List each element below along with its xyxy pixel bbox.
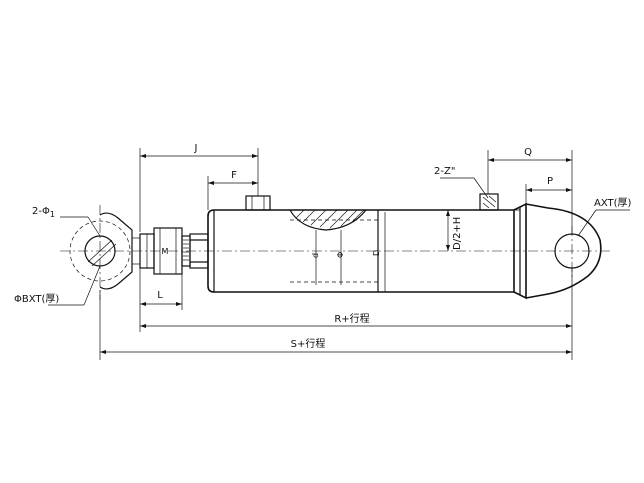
- dimension-f: F: [208, 170, 258, 185]
- dim-j-label: J: [194, 143, 198, 154]
- dimension-d-half-h: D/2+H: [446, 210, 463, 251]
- dimension-l: L: [140, 290, 182, 306]
- dia-phi-label: Φ: [336, 252, 345, 258]
- dim-r-label: R+行程: [334, 312, 369, 325]
- dim-q-label: Q: [524, 147, 532, 158]
- dim-l-label: L: [157, 290, 163, 301]
- section-hatch: [295, 209, 365, 229]
- dimension-p: P: [526, 176, 572, 192]
- axt-label: AXT(厚): [594, 197, 632, 209]
- leader-pin-holes: 2-Φ1: [32, 206, 101, 237]
- oil-port-rod-side: [245, 195, 271, 211]
- leader-port: 2-Z": [434, 166, 489, 199]
- dim-f-label: F: [231, 170, 237, 181]
- leader-bxt: ΦBXT(厚): [14, 265, 101, 306]
- pin-holes-label: 2-Φ1: [32, 206, 55, 219]
- bxt-label: ΦBXT(厚): [14, 293, 59, 305]
- dimension-j: J: [140, 143, 258, 158]
- dimension-q: Q: [488, 147, 572, 162]
- dim-d-half-h-label: D/2+H: [452, 217, 463, 250]
- extension-lines: [99, 148, 573, 360]
- rod-nut: M: [139, 227, 191, 275]
- rod-mark-label: M: [162, 247, 169, 256]
- leader-axt: AXT(厚): [577, 197, 632, 237]
- dia-d-big-label: D: [372, 250, 381, 256]
- dim-s-label: S+行程: [291, 337, 326, 350]
- dimension-s: S+行程: [100, 337, 572, 354]
- port-label: 2-Z": [434, 166, 455, 177]
- dim-p-label: P: [547, 176, 553, 187]
- oil-port-cap-side: [479, 193, 499, 211]
- rod-end-clevis: [69, 205, 140, 300]
- dia-d-small-label: d: [311, 253, 320, 258]
- dimension-r: R+行程: [140, 312, 572, 328]
